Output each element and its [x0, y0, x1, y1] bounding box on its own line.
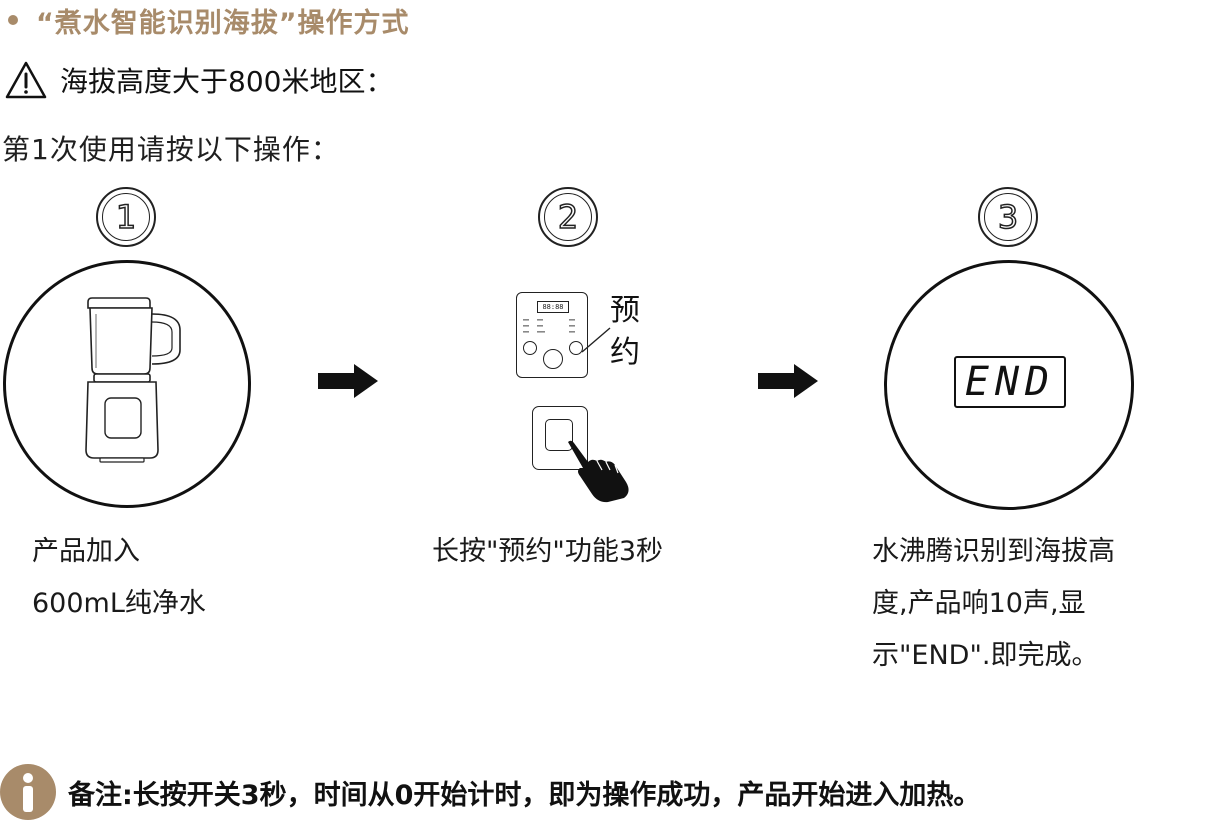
- display-screen: END: [954, 356, 1066, 408]
- arrow-right-icon: [318, 364, 378, 398]
- base-unit-panel: [545, 419, 573, 451]
- step-1-circle: [3, 260, 251, 508]
- step-number-1-text: 1: [102, 193, 150, 241]
- note-text: 备注:长按开关3秒，时间从0开始计时，即为操作成功，产品开始进入加热。: [68, 779, 981, 811]
- blender-illustration: [85, 297, 181, 463]
- base-unit: [532, 406, 588, 470]
- section-title-text: “煮水智能识别海拔”操作方式: [36, 7, 410, 39]
- panel-button-right: [569, 341, 583, 355]
- step-number-3: 3: [978, 187, 1038, 247]
- step-1-caption-line: 600mL纯净水: [32, 588, 206, 619]
- step-3-caption-line: 度,产品响10声,显: [872, 588, 1086, 619]
- step-1-caption: 产品加入 600mL纯净水: [32, 526, 272, 630]
- panel-button-left: [523, 341, 537, 355]
- info-icon: [0, 764, 56, 820]
- step-number-2-text: 2: [544, 193, 592, 241]
- step-1-caption-line: 产品加入: [32, 536, 140, 567]
- hand-press-icon: [568, 440, 629, 503]
- altitude-warning: 海拔高度大于800米地区：: [4, 58, 393, 102]
- step-2-caption: 长按"预约"功能3秒: [432, 526, 752, 578]
- warning-triangle-icon: [5, 61, 47, 99]
- step-3-caption-line: 示"END".即完成。: [872, 640, 1099, 671]
- first-use-instruction: 第1次使用请按以下操作：: [2, 133, 340, 166]
- control-panel: 88:88: [516, 292, 588, 378]
- arrow-right-icon: [758, 364, 818, 398]
- note-line: 备注:长按开关3秒，时间从0开始计时，即为操作成功，产品开始进入加热。: [0, 764, 980, 820]
- display-screen-text: END: [964, 359, 1056, 405]
- bullet-dot: [8, 15, 18, 25]
- panel-button-center: [543, 349, 563, 369]
- reservation-label: 预约: [608, 290, 642, 374]
- section-title: “煮水智能识别海拔”操作方式: [0, 0, 410, 40]
- step-3-circle: [884, 260, 1134, 510]
- panel-labels: [523, 319, 575, 333]
- warning-text: 海拔高度大于800米地区：: [60, 65, 394, 98]
- panel-display: 88:88: [537, 301, 569, 313]
- pointer-line: [582, 327, 611, 353]
- reservation-label-text: 预约: [610, 293, 640, 370]
- step-3-caption-line: 水沸腾识别到海拔高: [872, 536, 1115, 567]
- step-3-caption: 水沸腾识别到海拔高 度,产品响10声,显 示"END".即完成。: [872, 526, 1192, 682]
- step-number-2: 2: [538, 187, 598, 247]
- step-number-3-text: 3: [984, 193, 1032, 241]
- step-number-1: 1: [96, 187, 156, 247]
- step-2-caption-line: 长按"预约"功能3秒: [432, 536, 664, 567]
